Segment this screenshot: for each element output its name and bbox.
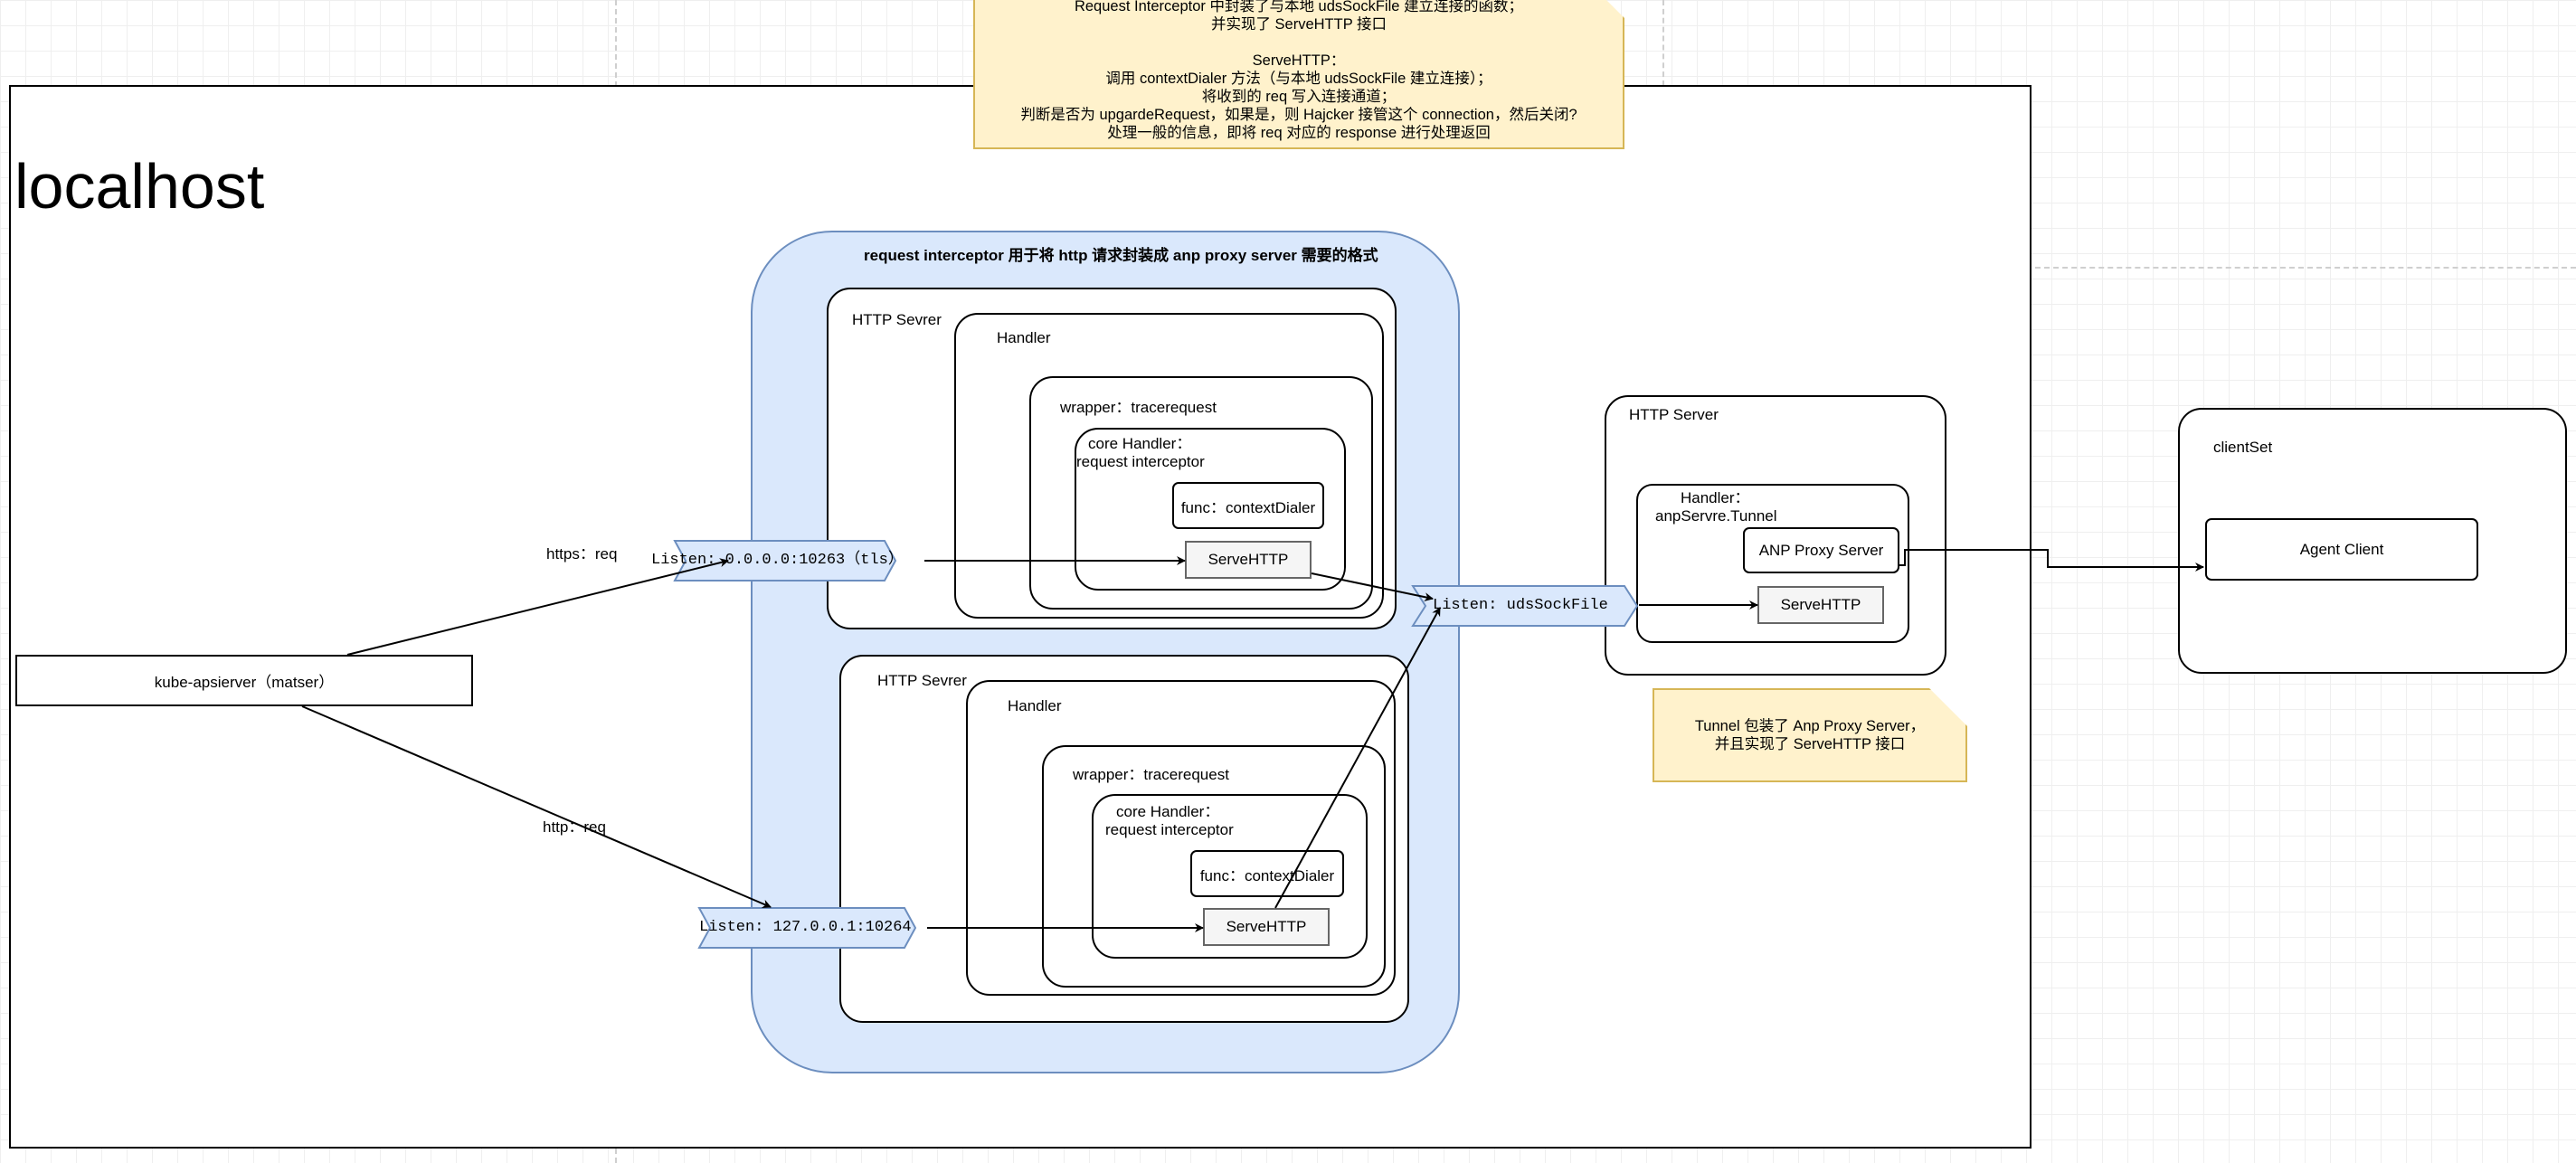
note-tunnel-text: Tunnel 包装了 Anp Proxy Server， 并且实现了 Serve… <box>1694 718 1926 752</box>
serve-http-right[interactable]: ServeHTTP <box>1757 586 1884 624</box>
handler-2-label: Handler <box>1008 697 1062 714</box>
arrow-kube-to-plain <box>301 705 772 909</box>
clientset-label: clientSet <box>2213 439 2273 456</box>
note-request-interceptor: Request Interceptor 中封装了与本地 udsSockFile … <box>973 0 1624 149</box>
core-handler-2-line2: request interceptor <box>1105 821 1234 838</box>
https-req-label: https：req <box>546 545 618 563</box>
wrapper-2-label: wrapper：tracerequest <box>1073 766 1229 783</box>
handler-1-label: Handler <box>997 329 1051 346</box>
arrow-serve2-to-uds <box>1274 607 1441 909</box>
kube-apiserver[interactable]: kube-apsierver（matser） <box>15 655 473 706</box>
handler-anp-line1: Handler： <box>1681 489 1750 506</box>
wrapper-1-label: wrapper：tracerequest <box>1060 399 1217 416</box>
listen-tls-shape[interactable] <box>673 540 897 582</box>
serve-http-1[interactable]: ServeHTTP <box>1185 541 1312 579</box>
http-server-1-label: HTTP Sevrer <box>852 311 942 328</box>
localhost-title: localhost <box>14 151 265 222</box>
arrow-anp-to-agent <box>1899 549 2204 572</box>
request-interceptor-title: request interceptor 用于将 http 请求封装成 anp p… <box>864 247 1378 264</box>
note-request-interceptor-text: Request Interceptor 中封装了与本地 udsSockFile … <box>1020 0 1577 141</box>
http-server-2-label: HTTP Sevrer <box>877 672 967 689</box>
serve-http-2[interactable]: ServeHTTP <box>1203 908 1330 946</box>
anp-proxy-server[interactable]: ANP Proxy Server <box>1743 527 1899 573</box>
note-tunnel: Tunnel 包装了 Anp Proxy Server， 并且实现了 Serve… <box>1653 688 1967 782</box>
arrow-kube-to-tls <box>346 558 729 656</box>
listen-tls-label: Listen: 0.0.0.0:10263（tls） <box>651 552 904 569</box>
arrow-serve1-to-uds <box>1311 572 1434 602</box>
core-handler-1-line1: core Handler： <box>1088 435 1192 452</box>
http-req-label: http：req <box>543 818 606 836</box>
http-server-right-label: HTTP Server <box>1629 406 1719 423</box>
core-handler-1-line2: request interceptor <box>1076 453 1205 470</box>
listen-uds-label: Listen: udsSockFile <box>1433 597 1608 614</box>
func-context-dialer-2[interactable]: func：contextDialer <box>1190 850 1344 897</box>
core-handler-2-line1: core Handler： <box>1116 803 1220 820</box>
listen-uds-shape[interactable] <box>1411 585 1639 627</box>
handler-anp-line2: anpServre.Tunnel <box>1655 507 1777 525</box>
agent-client[interactable]: Agent Client <box>2205 518 2478 581</box>
listen-plain-shape[interactable] <box>697 907 917 949</box>
listen-plain-label: Listen: 127.0.0.1:10264 <box>699 919 912 936</box>
func-context-dialer-1[interactable]: func：contextDialer <box>1172 482 1324 529</box>
